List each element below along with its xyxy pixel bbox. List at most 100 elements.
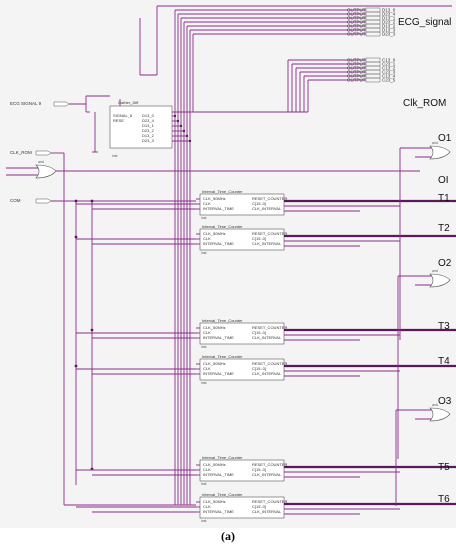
- left-or-gate-label: and: [38, 160, 44, 164]
- top-wires: [86, 5, 452, 505]
- counter-port-in: CLK_50MHz: [203, 361, 226, 366]
- ecg-bus-pins: OUTPUT D13_0 OUTPUT D23_4 OUTPUT D13_1 OUTP…: [347, 8, 396, 37]
- input-ecg-label: ECG SIGNAL 9: [10, 101, 42, 106]
- output-label: T1: [438, 193, 450, 204]
- output-label: O2: [438, 258, 452, 269]
- clk-pin-label: OUTPUT: [347, 74, 366, 79]
- ecg-pin-label: OUTPUT: [347, 8, 366, 13]
- clk-pin-label: OUTPUT: [347, 58, 366, 63]
- counter-port-in: CLK_50MHz: [203, 231, 226, 236]
- counter-port-in: CLK: [203, 467, 211, 472]
- counter-port-in: CLK_50MHz: [203, 462, 226, 467]
- counter-port-out: CLK_INTERVAL: [252, 371, 282, 376]
- gather-diff-inst: inst: [112, 154, 117, 158]
- gather-diff-out: D23_4: [142, 118, 155, 123]
- counter-port-in: CLK: [203, 330, 211, 335]
- gather-diff-out: D23_2: [142, 128, 155, 133]
- input-com-label: COM: [10, 198, 21, 203]
- input-com: COM: [10, 198, 196, 204]
- counter-port-out: C[15..0]: [252, 201, 266, 206]
- counter-inst: inst: [201, 519, 206, 523]
- counter-port-in: CLK_50MHz: [203, 196, 226, 201]
- counter-inst: inst: [201, 482, 206, 486]
- counter-inst: inst: [201, 251, 206, 255]
- output-label: OI: [438, 175, 449, 186]
- output-label: T2: [438, 223, 450, 234]
- caption-label: (a): [221, 529, 235, 543]
- counter-port-out: C[15..0]: [252, 366, 266, 371]
- counter-port-in: INTERVAL_TIME: [203, 371, 234, 376]
- ecg-pin-name: D13_2: [382, 24, 396, 29]
- junctions: [74, 199, 94, 471]
- title-clk-rom: Clk_ROM: [403, 98, 446, 109]
- counter-port-in: CLK_50MHz: [203, 325, 226, 330]
- counter-port-in: INTERVAL_TIME: [203, 206, 234, 211]
- counter-inst: inst: [201, 381, 206, 385]
- ecg-pin-name: D13_1: [382, 16, 396, 21]
- counters-layer: Interval_Time_CounterCLK_50MHzCLKINTERVA…: [76, 189, 456, 523]
- counter-port-out: CLK_INTERVAL: [252, 335, 282, 340]
- clk-pin-label: OUTPUT: [347, 78, 366, 83]
- clk-pin-name: C13_4: [382, 74, 396, 79]
- counter-port-out: RESET_COUNTER: [252, 231, 287, 236]
- counter-port-out: C[15..0]: [252, 330, 266, 335]
- counter-port-out: RESET_COUNTER: [252, 325, 287, 330]
- counter-title: Interval_Time_Counter: [202, 492, 243, 497]
- gather-diff-reset: RESE: [113, 118, 124, 123]
- figure-caption: (a): [0, 529, 456, 549]
- clk-pin-label: OUTPUT: [347, 70, 366, 75]
- gather-diff-out: D23_3: [142, 138, 155, 143]
- gather-diff-block: Gather_Diff SIGNAL_8 RESE D13_0 D23_4 D1…: [92, 100, 192, 158]
- interval-time-counter: Interval_Time_CounterCLK_50MHzCLKINTERVA…: [76, 492, 456, 523]
- distribution-wires: [64, 201, 196, 506]
- title-ecg-signal: ECG_signal: [398, 17, 451, 28]
- output-label: T5: [438, 462, 450, 473]
- clk-pin-name: C13_2: [382, 66, 396, 71]
- output-label: T3: [438, 321, 450, 332]
- counter-title: Interval_Time_Counter: [202, 189, 243, 194]
- ecg-pin-name: D23_3: [382, 32, 396, 37]
- clk-pin-name: C23_1: [382, 62, 396, 67]
- counter-inst: inst: [201, 345, 206, 349]
- counter-port-in: INTERVAL_TIME: [203, 335, 234, 340]
- clk-pin-label: OUTPUT: [347, 62, 366, 67]
- input-clk: CLK_ROM: [10, 150, 65, 505]
- counter-port-in: INTERVAL_TIME: [203, 241, 234, 246]
- counter-port-in: CLK: [203, 236, 211, 241]
- left-or-gate: and: [6, 160, 420, 179]
- counter-port-out: CLK_INTERVAL: [252, 206, 282, 211]
- ecg-pin-label: OUTPUT: [347, 12, 366, 17]
- output-label: O3: [438, 396, 452, 407]
- or-gate-1: and: [415, 141, 451, 160]
- counter-port-out: CLK_INTERVAL: [252, 509, 282, 514]
- or-gate-3: and: [415, 403, 451, 422]
- ecg-pin-label: OUTPUT: [347, 32, 366, 37]
- counter-port-out: C[15..0]: [252, 467, 266, 472]
- counter-port-out: C[15..0]: [252, 504, 266, 509]
- counter-port-in: INTERVAL_TIME: [203, 472, 234, 477]
- clk-pin-name: C23_5: [382, 78, 396, 83]
- counter-port-out: RESET_COUNTER: [252, 196, 287, 201]
- output-label: T4: [438, 356, 450, 367]
- ecg-pin-name: D13_3: [382, 28, 396, 33]
- interval-time-counter: Interval_Time_CounterCLK_50MHzCLKINTERVA…: [76, 455, 456, 486]
- output-label: O1: [438, 133, 452, 144]
- gather-diff-out: D13_1: [142, 123, 155, 128]
- or-gate-2-label: and: [432, 269, 438, 273]
- counter-port-out: RESET_COUNTER: [252, 499, 287, 504]
- counter-port-out: CLK_INTERVAL: [252, 472, 282, 477]
- interval-time-counter: Interval_Time_CounterCLK_50MHzCLKINTERVA…: [76, 189, 456, 220]
- counter-port-in: CLK: [203, 504, 211, 509]
- ecg-pin-name: D23_4: [382, 12, 396, 17]
- interval-time-counter: Interval_Time_CounterCLK_50MHzCLKINTERVA…: [76, 224, 456, 255]
- clk-pin-label: OUTPUT: [347, 66, 366, 71]
- ecg-pin-name: D13_0: [382, 8, 396, 13]
- output-label: T6: [438, 494, 450, 505]
- ecg-pin-label: OUTPUT: [347, 24, 366, 29]
- gather-diff-signal: SIGNAL_8: [113, 113, 133, 118]
- ecg-pin-name: D23_2: [382, 20, 396, 25]
- counter-port-out: RESET_COUNTER: [252, 462, 287, 467]
- counter-port-in: CLK: [203, 366, 211, 371]
